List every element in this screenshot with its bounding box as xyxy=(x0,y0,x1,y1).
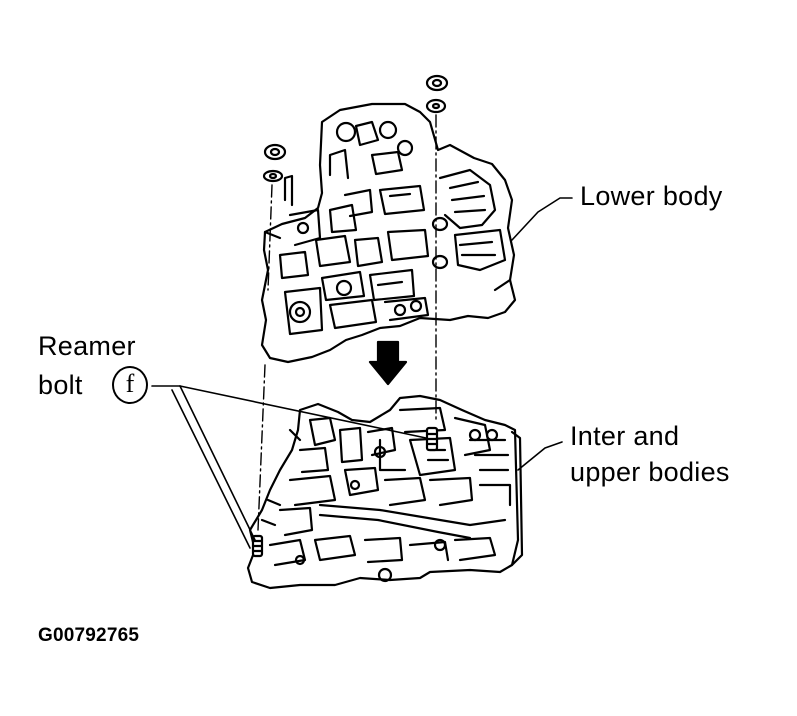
inter-upper-label-line1: Inter and xyxy=(570,421,680,451)
reamer-symbol-circle: f xyxy=(112,366,148,404)
lower-body-part xyxy=(260,102,517,364)
lower-body-label: Lower body xyxy=(580,181,723,211)
top-bolts xyxy=(262,74,449,183)
reamer-label-line1: Reamer xyxy=(38,331,136,361)
down-arrow xyxy=(368,340,408,386)
inter-upper-label-line2: upper bodies xyxy=(570,457,730,487)
reamer-label-line2: bolt xyxy=(38,370,83,400)
reamer-bolt-left xyxy=(251,534,264,558)
figure-code: G00792765 xyxy=(38,625,140,646)
leader-lines xyxy=(151,197,573,549)
inter-upper-bodies-part xyxy=(246,394,524,590)
alignment-lines xyxy=(257,114,437,531)
reamer-bolt-center xyxy=(425,426,439,452)
